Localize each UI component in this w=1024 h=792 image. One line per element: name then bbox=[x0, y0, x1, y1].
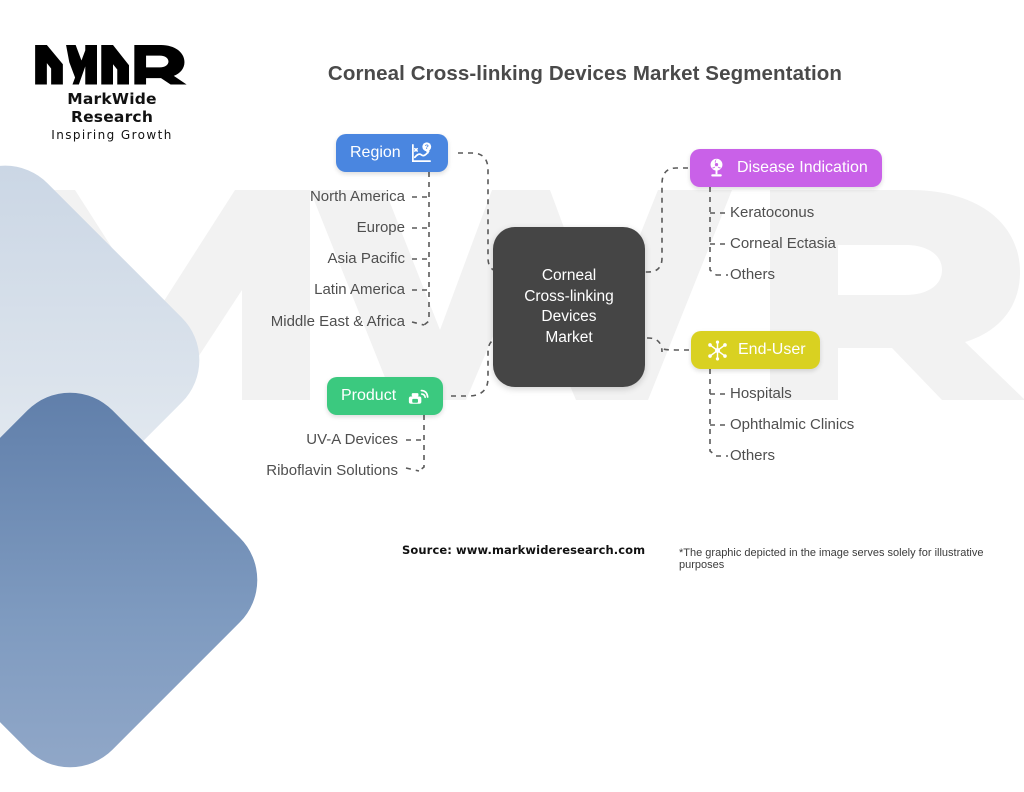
leaf-product-0: UV-A Devices bbox=[306, 431, 398, 448]
brand-name: MarkWide Research bbox=[67, 90, 157, 126]
leaf-disease-1: Corneal Ectasia bbox=[730, 235, 836, 252]
branch-badge-disease-indication[interactable]: Disease Indication bbox=[690, 149, 882, 187]
leaf-disease-2: Others bbox=[730, 266, 776, 283]
leaf-region-4: Middle East & Africa bbox=[270, 313, 405, 330]
branch-badge-region[interactable]: Region ? bbox=[336, 134, 448, 172]
leaf-enduser-1: Ophthalmic Clinics bbox=[730, 416, 855, 433]
branch-badge-product[interactable]: Product bbox=[327, 377, 444, 415]
chart-analytics-icon: ? bbox=[410, 141, 434, 165]
leaf-region-0: North America bbox=[309, 188, 405, 205]
leaf-region-2: Asia Pacific bbox=[327, 250, 405, 267]
branch-badge-end-user[interactable]: End-User bbox=[691, 331, 820, 369]
center-node: Corneal Cross-linking Devices Market bbox=[493, 227, 645, 387]
branch-label-disease-indication: Disease Indication bbox=[737, 159, 868, 176]
leaf-product-1: Riboflavin Solutions bbox=[266, 462, 398, 479]
mwr-logo-mark-icon bbox=[35, 45, 187, 85]
branch-label-product: Product bbox=[341, 387, 397, 404]
branch-label-end-user: End-User bbox=[738, 341, 806, 358]
footer-disclaimer: *The graphic depicted in the image serve… bbox=[679, 547, 984, 571]
brand-tagline: Inspiring Growth bbox=[51, 128, 173, 142]
leaf-enduser-0: Hospitals bbox=[730, 385, 792, 402]
network-hub-icon bbox=[705, 338, 729, 362]
footer-source: Source: www.markwideresearch.com bbox=[402, 543, 646, 557]
infographic-canvas: MarkWide Research Inspiring Growth Corne… bbox=[0, 33, 1024, 792]
leaf-enduser-2: Others bbox=[730, 447, 776, 464]
leaf-disease-0: Keratoconus bbox=[730, 204, 815, 221]
page-title: Corneal Cross-linking Devices Market Seg… bbox=[327, 62, 843, 85]
brand-logo: MarkWide Research Inspiring Growth bbox=[27, 33, 202, 142]
svg-text:?: ? bbox=[425, 144, 429, 151]
branch-label-region: Region bbox=[350, 144, 401, 161]
leaf-region-1: Europe bbox=[356, 219, 405, 236]
microscope-icon bbox=[704, 156, 728, 180]
center-node-label: Corneal Cross-linking Devices Market bbox=[524, 267, 614, 346]
leaf-region-3: Latin America bbox=[314, 281, 405, 298]
wireless-device-icon bbox=[405, 384, 429, 408]
